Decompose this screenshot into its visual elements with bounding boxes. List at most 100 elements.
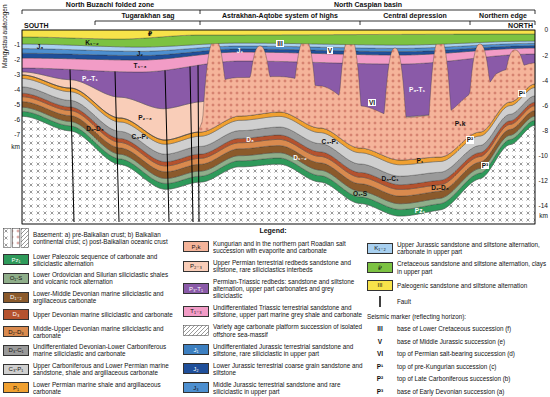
- layer-code: O₁-S: [10, 275, 23, 281]
- legend-column: Basement: a) pre-Baikalian crust; b) Bai…: [3, 228, 180, 395]
- layer-code: P₁: [13, 385, 19, 391]
- depth-tick: -10: [539, 152, 548, 159]
- legend-row: P₂₋₃Upper Permian terrestrial redbeds sa…: [183, 259, 363, 273]
- legend-text: Upper Devonian marine siliciclastic and …: [33, 311, 180, 318]
- legend-text: Permian-Triassic redbeds: sandstone and …: [213, 278, 363, 299]
- legend-swatch: J₃: [183, 382, 209, 393]
- salt-pattern: [22, 36, 535, 160]
- layer-code: C₃-P₁: [9, 366, 24, 372]
- legend-swatch: J₂: [183, 363, 209, 374]
- legend-text: Lower-Middle Devonian marine siliciclast…: [33, 290, 180, 304]
- legend-swatch: P₁k: [183, 241, 209, 252]
- layer-code: O₁-S: [353, 190, 367, 197]
- legend-row: Seismic marker (reflecting horizon):: [367, 313, 547, 320]
- legend-row: J₂Lower Jurassic terrestrial coarse grai…: [183, 362, 363, 376]
- legend-text: Paleogenic sandstone and siltstone alter…: [397, 282, 547, 289]
- fault-lines: [70, 65, 199, 222]
- legend-symbol-art: [3, 228, 29, 248]
- legend-swatch: P₃-T₁: [183, 283, 209, 294]
- legend-symbol: P¹: [367, 363, 393, 370]
- direction-label: NORTH: [508, 22, 533, 30]
- legend-swatch: III: [367, 280, 393, 291]
- legend-subtitle: Seismic marker (reflecting horizon):: [367, 313, 547, 320]
- legend-text: Middle Jurassic terrestrial sandstone an…: [213, 381, 363, 395]
- legend-row: T₁₋₃ Undifferentiated Triassic terrestria…: [183, 304, 363, 318]
- seismic-marker: P¹: [518, 90, 527, 97]
- legend-text: Cretaceous sandstone and siltstone alter…: [397, 260, 547, 274]
- basement-swatch: [12, 229, 20, 248]
- layer-code: T₁₋₃: [190, 308, 201, 314]
- legend-row: P³base of Early Devonian succession (a): [367, 388, 547, 395]
- layer-code: P₂-T₁: [82, 75, 98, 82]
- legend-column: Legend:P₁kKungurian and in the northern …: [183, 227, 363, 395]
- depth-unit: km: [539, 212, 548, 219]
- layer-code: D₃-C₁: [8, 347, 23, 353]
- layer-code: J₂: [193, 366, 198, 372]
- legend-row: P₁Lower Permian marine shale and argilla…: [3, 381, 180, 395]
- layer-code: T₁₋₃: [133, 62, 146, 69]
- legend-row: VItop of Permian salt-bearing succession…: [367, 350, 547, 357]
- legend-row: P₃-T₁ Permian-Triassic redbeds: sandstone…: [183, 278, 363, 299]
- depth-tick: -4: [542, 77, 548, 84]
- section-frame: [22, 30, 535, 224]
- legend-symbol-art: [367, 296, 393, 307]
- legend-row: D₁₋₂ Lower-Middle Devonian marine silicic…: [3, 290, 180, 304]
- legend-symbol: III: [367, 325, 393, 332]
- zone-title: Northern edge: [479, 12, 527, 20]
- legend-swatch: D₁₋₂: [3, 292, 29, 303]
- layer-code: P₁k: [455, 120, 466, 127]
- depth-tick: -14: [539, 202, 548, 209]
- legend-row: III base of Lower Cretaceous succession (…: [367, 325, 547, 332]
- legend-row: P₁kKungurian and in the northern part Ro…: [183, 240, 363, 254]
- legend-row: Basement: a) pre-Baikalian crust; b) Bai…: [3, 228, 180, 248]
- depth-tick: -1: [14, 41, 20, 48]
- seismic-marker: P³: [481, 162, 490, 169]
- basement-swatch: [21, 229, 29, 248]
- legend-symbol: P²: [367, 375, 393, 382]
- legend-row: D₃-C₁Undifferentiated Devonian-Lower Car…: [3, 343, 180, 357]
- legend-symbol: [3, 228, 29, 248]
- legend-text: base of Lower Cretaceous succession (f): [397, 325, 547, 332]
- layer-code: D₃: [246, 136, 254, 143]
- layer-code: D₂-D₃: [431, 184, 448, 191]
- seismic-marker: P²: [466, 136, 475, 143]
- legend-column: K₁₋₂Upper Jurassic sandstone and siltsto…: [367, 241, 547, 395]
- zone-title: Central depression: [383, 12, 446, 20]
- legend-text: Undifferentiated Jurassic terrestrial sa…: [213, 343, 363, 357]
- basement-swatch: [4, 229, 12, 248]
- legend-text: Upper Carboniferous and Lower Permian ma…: [33, 362, 180, 376]
- zone-title: North Buzachi folded zone: [66, 1, 154, 9]
- direction-label: SOUTH: [24, 22, 49, 30]
- layer-code: D₁₋₂: [293, 154, 307, 161]
- layer-code: D₂-D₃: [86, 125, 103, 132]
- legend-text: Undifferentiated Triassic terrestrial sa…: [213, 304, 363, 318]
- legend-swatch: D₃: [3, 309, 29, 320]
- seismic-marker: VI: [368, 99, 376, 106]
- legend-row: D₃ Upper Devonian marine siliciclastic an…: [3, 309, 180, 320]
- fault-line: [115, 72, 119, 223]
- depth-tick: -12: [539, 177, 548, 184]
- layer-code: Pz₁: [415, 207, 425, 214]
- fault-line: [70, 69, 74, 222]
- zone-title: Tugarakhan sag: [121, 12, 174, 20]
- seismic-marker: P¹: [377, 363, 384, 370]
- layer-code: ₽: [148, 30, 153, 37]
- layer-code: P₂₋₃: [190, 263, 202, 269]
- legend-row: Variety age carbonate platform successio…: [183, 323, 363, 337]
- depth-tick: -7: [14, 131, 20, 138]
- fault-line: [198, 65, 199, 222]
- legend-swatch: T₁₋₃: [183, 306, 209, 317]
- legend-swatch: ₽: [367, 262, 393, 273]
- legend-text: Lower Ordovician and Silurian siliciclas…: [33, 271, 180, 285]
- layer-code: J₁: [193, 347, 198, 353]
- layer-code: P₁k: [191, 244, 200, 250]
- depth-tick: -6: [14, 116, 20, 123]
- legend-swatch: D₂-D₃: [3, 326, 29, 337]
- legend-symbol: P³: [367, 388, 393, 395]
- layer-code: P₃-T₁: [189, 286, 203, 292]
- legend-row: J₁ Undifferentiated Jurassic terrestrial …: [183, 343, 363, 357]
- layer-code: P₂₋₃: [138, 114, 152, 121]
- legend-row: III Paleogenic sandstone and siltstone al…: [367, 280, 547, 291]
- layer-code: J₃: [193, 385, 198, 391]
- layer-code: ₽: [378, 265, 382, 271]
